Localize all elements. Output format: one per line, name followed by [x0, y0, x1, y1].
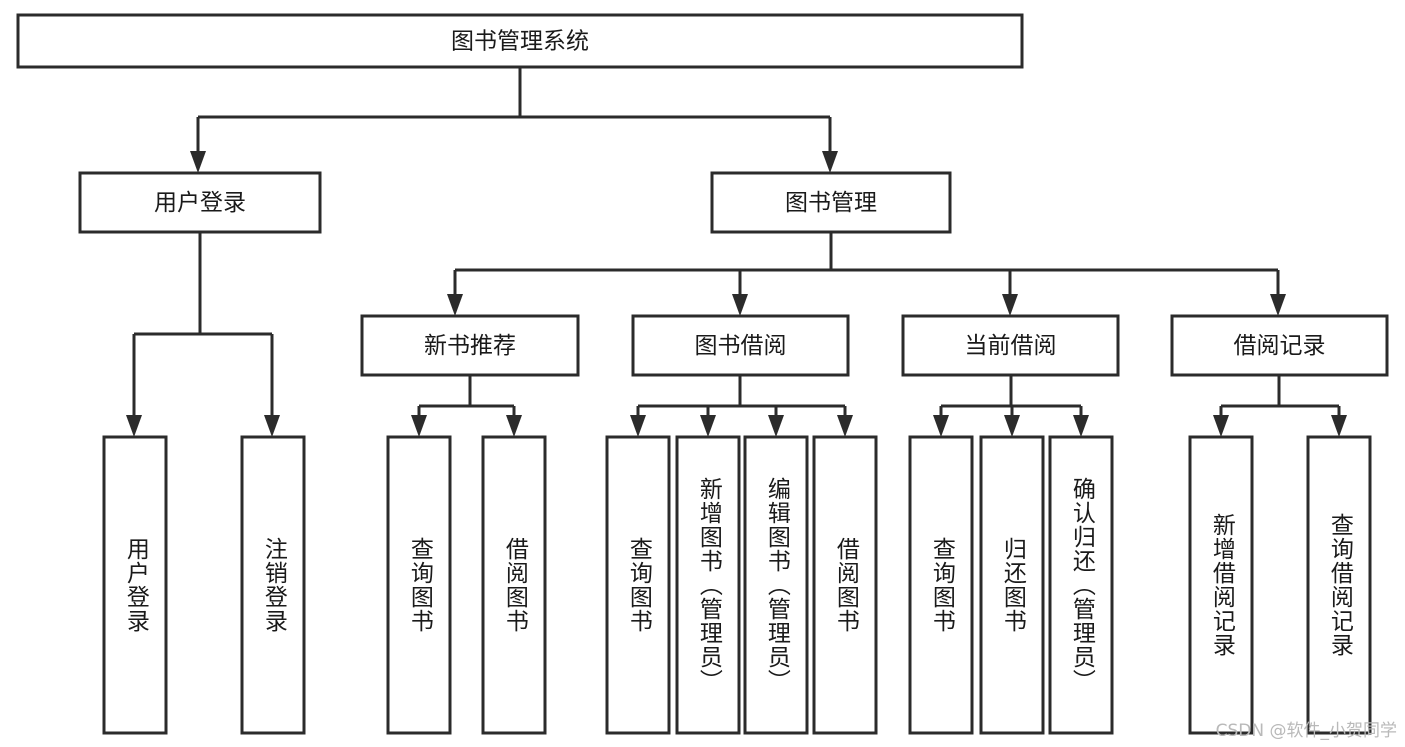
node-user-login[interactable]: 用户登录 — [78, 171, 322, 234]
node-new-book-recommend[interactable]: 新书推荐 — [360, 314, 580, 377]
arrow-head-icon — [1331, 415, 1347, 437]
node-label: 用户登录 — [154, 190, 246, 216]
node-leaf-confirm-return[interactable] — [1048, 435, 1114, 735]
node-leaf-edit-book[interactable] — [743, 435, 809, 735]
arrow-head-icon — [1073, 415, 1089, 437]
watermark-text: CSDN @软件_小贺同学 — [1215, 721, 1397, 741]
node-box — [1048, 435, 1114, 735]
arrow-head-icon — [1004, 415, 1020, 437]
node-box — [1188, 435, 1254, 735]
arrow-head-icon — [700, 415, 716, 437]
node-box — [812, 435, 878, 735]
node-leaf-add-book[interactable] — [675, 435, 741, 735]
node-label: 新增借阅记录 — [1208, 513, 1235, 657]
node-box — [240, 435, 306, 735]
node-label: 确认归还（管理员） — [1068, 477, 1095, 693]
node-box — [16, 13, 1024, 69]
node-box — [675, 435, 741, 735]
node-label: 新增图书（管理员） — [695, 477, 722, 693]
node-box — [1170, 314, 1389, 377]
node-leaf-return-book[interactable] — [979, 435, 1045, 735]
arrow-head-icon — [630, 415, 646, 437]
node-box — [78, 171, 322, 234]
node-box — [605, 435, 671, 735]
node-box — [908, 435, 974, 735]
node-box — [979, 435, 1045, 735]
arrow-head-icon — [264, 415, 280, 437]
node-label: 查询图书 — [625, 537, 652, 633]
node-current-borrow[interactable]: 当前借阅 — [901, 314, 1120, 377]
node-label: 查询图书 — [928, 537, 955, 633]
node-box — [386, 435, 452, 735]
node-label: 编辑图书（管理员） — [763, 477, 790, 693]
node-label: 图书管理 — [785, 190, 877, 216]
node-box — [631, 314, 850, 377]
node-label: 借阅图书 — [501, 537, 528, 633]
arrow-head-icon — [447, 294, 463, 316]
arrow-head-icon — [933, 415, 949, 437]
arrow-head-icon — [411, 415, 427, 437]
node-box — [743, 435, 809, 735]
arrow-head-icon — [822, 151, 838, 173]
node-book-borrow[interactable]: 图书借阅 — [631, 314, 850, 377]
node-label: 查询借阅记录 — [1326, 513, 1353, 657]
node-leaf-logout[interactable] — [240, 435, 306, 735]
node-label: 注销登录 — [260, 537, 287, 633]
node-undefined[interactable]: 图书管理系统 — [16, 13, 1024, 69]
arrow-head-icon — [126, 415, 142, 437]
node-box — [360, 314, 580, 377]
node-borrow-records[interactable]: 借阅记录 — [1170, 314, 1389, 377]
node-leaf-borrow-book[interactable] — [812, 435, 878, 735]
node-book-management[interactable]: 图书管理 — [710, 171, 952, 234]
node-box — [901, 314, 1120, 377]
node-label: 当前借阅 — [965, 333, 1057, 359]
node-label: 借阅记录 — [1234, 333, 1326, 359]
node-box — [102, 435, 168, 735]
arrow-head-icon — [732, 294, 748, 316]
node-leaf-add-borrow-record[interactable] — [1188, 435, 1254, 735]
node-box — [1306, 435, 1372, 735]
node-label: 借阅图书 — [832, 537, 859, 633]
node-label: 查询图书 — [406, 537, 433, 633]
node-leaf-query-book-borrow[interactable] — [605, 435, 671, 735]
arrow-head-icon — [768, 415, 784, 437]
node-leaf-user-login[interactable] — [102, 435, 168, 735]
node-label: 图书借阅 — [695, 333, 787, 359]
arrow-head-icon — [1002, 294, 1018, 316]
arrow-head-icon — [837, 415, 853, 437]
node-leaf-query-book-current[interactable] — [908, 435, 974, 735]
arrow-head-icon — [190, 151, 206, 173]
node-label: 图书管理系统 — [451, 29, 589, 55]
node-label: 归还图书 — [999, 537, 1026, 633]
node-leaf-query-book-recommend[interactable] — [386, 435, 452, 735]
node-box — [481, 435, 547, 735]
node-leaf-query-borrow-record[interactable] — [1306, 435, 1372, 735]
arrow-head-icon — [506, 415, 522, 437]
arrow-head-icon — [1213, 415, 1229, 437]
node-box — [710, 171, 952, 234]
arrow-head-icon — [1270, 294, 1286, 316]
node-leaf-borrow-book-recommend[interactable] — [481, 435, 547, 735]
node-label: 用户登录 — [122, 537, 149, 633]
node-label: 新书推荐 — [424, 333, 516, 359]
